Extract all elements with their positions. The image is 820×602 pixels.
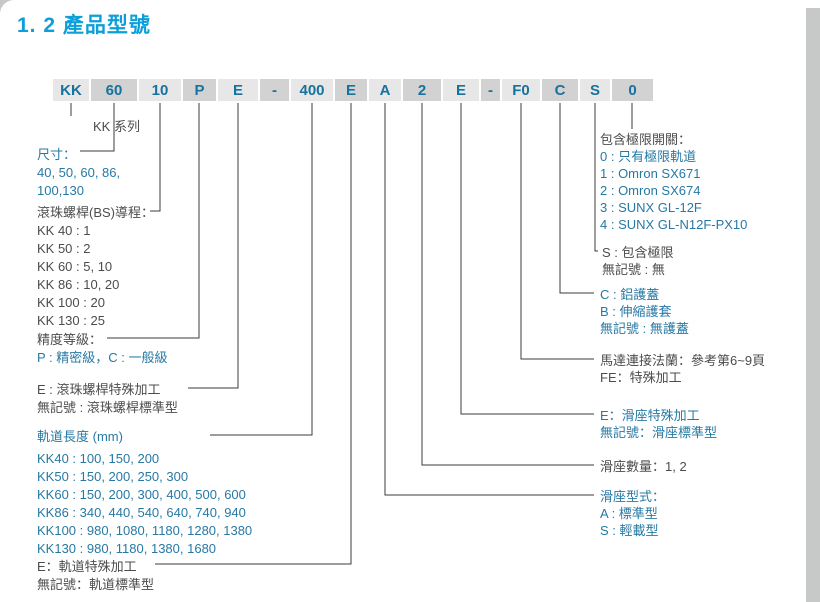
flange-line: FE：特殊加工 xyxy=(600,370,682,385)
model-segment-switch: 0 xyxy=(612,79,653,101)
rail-length-item: KK86 : 340, 440, 540, 640, 740, 940 xyxy=(37,505,246,520)
model-segment-rail-special: E xyxy=(335,79,367,101)
model-segment-slide-special: E xyxy=(443,79,479,101)
connector-limit xyxy=(594,103,598,252)
model-segment-slide-count: 2 xyxy=(403,79,441,101)
rail-special-block: E：軌道特殊加工 無記號：軌道標準型 xyxy=(37,558,154,594)
limit-line: 無記號 : 無 xyxy=(602,262,665,277)
connector-bs-special xyxy=(188,103,239,389)
model-segment-limit: S xyxy=(580,79,610,101)
section-number: 1. 2 xyxy=(17,14,57,37)
connector-flange xyxy=(520,103,594,360)
model-segment-grade: P xyxy=(183,79,216,101)
model-segment-dash2: - xyxy=(481,79,500,101)
limit-switch-item: 3 : SUNX GL-12F xyxy=(600,200,702,215)
lead-item: KK 50 : 2 xyxy=(37,241,91,256)
bs-special-block: E : 滾珠螺桿特殊加工 無記號 : 滾珠螺桿標準型 xyxy=(37,381,178,417)
slide-count-block: 滑座數量：1, 2 xyxy=(600,458,687,475)
model-segment-lead: 10 xyxy=(139,79,181,101)
cover-block: C : 鋁護蓋 B : 伸縮護套 無記號 : 無護蓋 xyxy=(600,286,689,337)
section-title: 產品型號 xyxy=(62,14,151,37)
model-segment-bs-special: E xyxy=(218,79,258,101)
model-segment-dash1: - xyxy=(260,79,289,101)
rail-length-label: 軌道長度 (mm) xyxy=(37,429,123,444)
rail-length-block: 軌道長度 (mm) KK40 : 100, 150, 200 KK50 : 15… xyxy=(37,428,252,558)
bs-special-line: E : 滾珠螺桿特殊加工 xyxy=(37,382,161,397)
rail-length-item: KK40 : 100, 150, 200 xyxy=(37,451,160,466)
model-segment-kk: KK xyxy=(53,79,89,101)
limit-switch-item: 1 : Omron SX671 xyxy=(600,166,701,181)
lead-label: 滾珠螺桿(BS)導程： xyxy=(37,205,155,220)
lead-item: KK 130 : 25 xyxy=(37,313,105,328)
connector-lead xyxy=(150,103,161,212)
limit-switch-item: 4 : SUNX GL-N12F-PX10 xyxy=(600,217,748,232)
connector-slide-special xyxy=(460,103,594,415)
model-segment-length: 400 xyxy=(291,79,333,101)
limit-switch-item: 2 : Omron SX674 xyxy=(600,183,701,198)
grade-value: P : 精密級，C : 一般級 xyxy=(37,350,168,365)
slide-type-item: S : 輕載型 xyxy=(600,523,659,538)
rail-length-item: KK130 : 980, 1180, 1380, 1680 xyxy=(37,541,217,556)
slide-special-line: E：滑座特殊加工 xyxy=(600,408,700,423)
series-label: KK 系列 xyxy=(93,119,140,134)
limit-switch-label: 包含極限開關： xyxy=(600,132,692,147)
model-segment-cover: C xyxy=(542,79,578,101)
cover-item: C : 鋁護蓋 xyxy=(600,287,660,302)
slide-count-line: 滑座數量：1, 2 xyxy=(600,459,687,474)
rail-special-line: E：軌道特殊加工 xyxy=(37,559,137,574)
page-edge-gutter xyxy=(806,8,820,602)
flange-block: 馬達連接法蘭：參考第6~9頁 FE：特殊加工 xyxy=(600,352,765,386)
cover-item: 無記號 : 無護蓋 xyxy=(600,321,689,336)
connector-slide-type xyxy=(384,103,594,496)
grade-block: 精度等級： P : 精密級，C : 一般級 xyxy=(37,331,168,367)
rail-length-item: KK100 : 980, 1080, 1180, 1280, 1380 xyxy=(37,523,253,538)
grade-label: 精度等級： xyxy=(37,332,103,347)
slide-type-block: 滑座型式： A : 標準型 S : 輕載型 xyxy=(600,488,665,539)
cover-item: B : 伸縮護套 xyxy=(600,304,672,319)
slide-type-item: A : 標準型 xyxy=(600,506,658,521)
lead-item: KK 40 : 1 xyxy=(37,223,91,238)
lead-block: 滾珠螺桿(BS)導程： KK 40 : 1 KK 50 : 2 KK 60 : … xyxy=(37,204,154,330)
rail-length-item: KK60 : 150, 200, 300, 400, 500, 600 xyxy=(37,487,246,502)
series-block: KK 系列 xyxy=(93,118,140,136)
rail-special-line: 無記號：軌道標準型 xyxy=(37,577,155,592)
page-title: 1. 2 產品型號 xyxy=(17,9,151,39)
size-label: 尺寸： xyxy=(37,147,77,162)
lead-item: KK 100 : 20 xyxy=(37,295,105,310)
slide-special-line: 無記號：滑座標準型 xyxy=(600,425,718,440)
limit-switch-block: 包含極限開關： 0 : 只有極限軌道 1 : Omron SX671 2 : O… xyxy=(600,131,747,233)
size-block: 尺寸： 40, 50, 60, 86, 100,130 xyxy=(37,146,120,200)
bs-special-line: 無記號 : 滾珠螺桿標準型 xyxy=(37,400,178,415)
limit-switch-item: 0 : 只有極限軌道 xyxy=(600,149,697,164)
size-values: 100,130 xyxy=(37,183,84,198)
size-values: 40, 50, 60, 86, xyxy=(37,165,121,180)
page-rounded-corner xyxy=(0,0,14,14)
connector-cover xyxy=(559,103,594,294)
model-segment-size: 60 xyxy=(91,79,137,101)
connector-rail-length xyxy=(210,103,313,436)
lead-item: KK 60 : 5, 10 xyxy=(37,259,113,274)
rail-length-item: KK50 : 150, 200, 250, 300 xyxy=(37,469,189,484)
lead-item: KK 86 : 10, 20 xyxy=(37,277,120,292)
model-segment-flange: F0 xyxy=(502,79,540,101)
limit-block: S : 包含極限 無記號 : 無 xyxy=(602,244,674,278)
slide-special-block: E：滑座特殊加工 無記號：滑座標準型 xyxy=(600,407,717,441)
model-segment-slide-type: A xyxy=(369,79,401,101)
flange-line: 馬達連接法蘭：參考第6~9頁 xyxy=(600,353,766,368)
slide-type-label: 滑座型式： xyxy=(600,489,666,504)
limit-line: S : 包含極限 xyxy=(602,245,674,260)
connector-slide-count xyxy=(421,103,594,466)
